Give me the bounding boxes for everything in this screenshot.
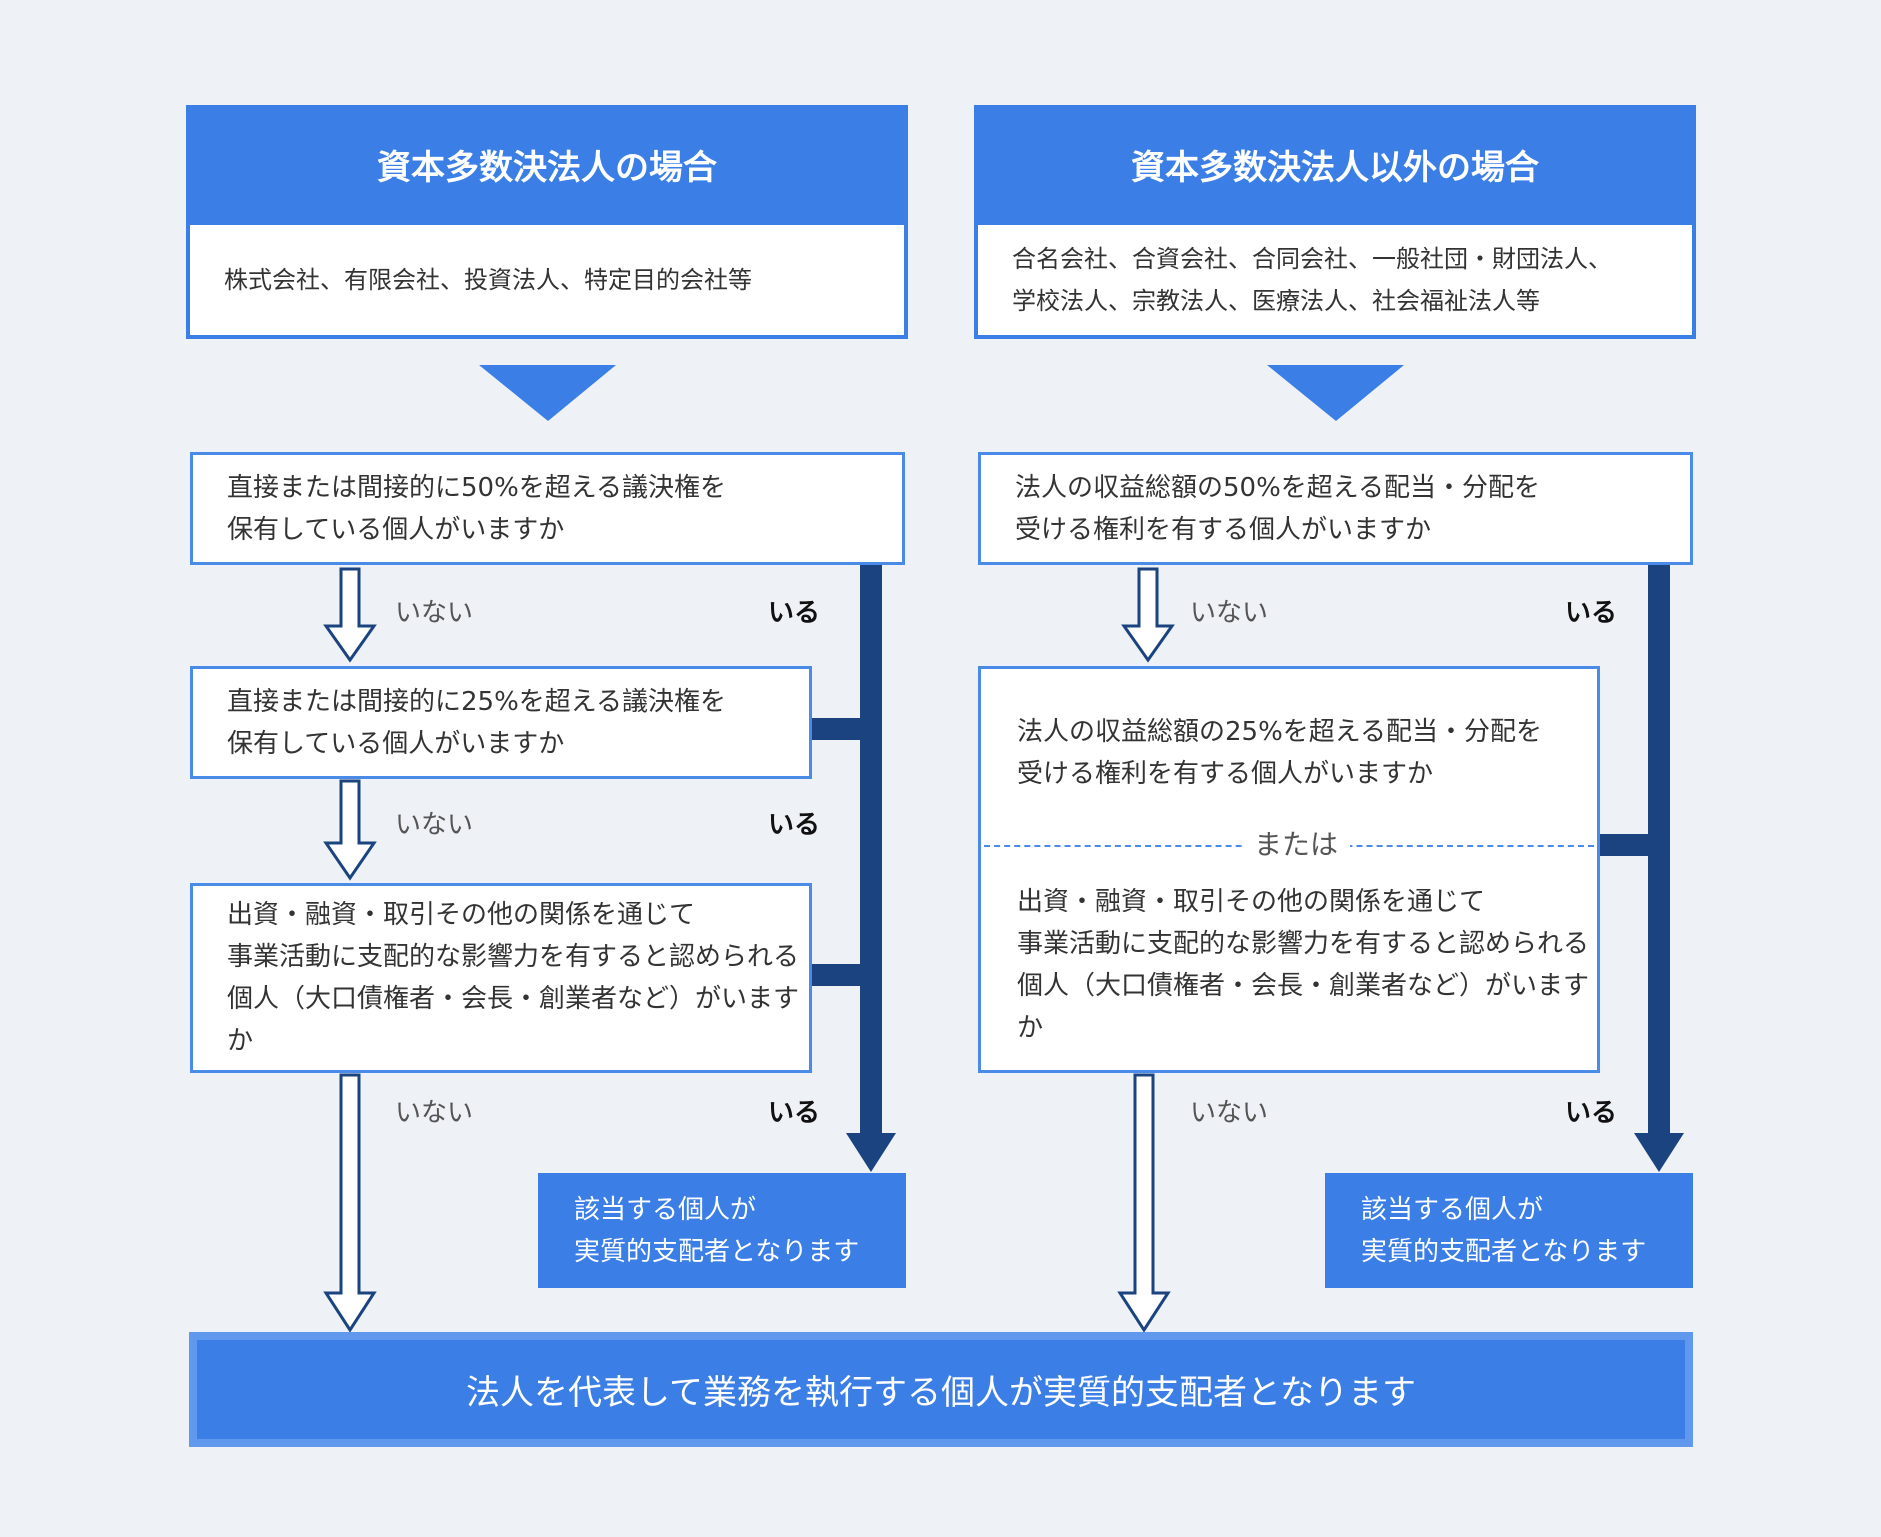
right-result-line-2: 実質的支配者となります <box>1361 1236 1647 1267</box>
right-q2b-line-1: 出資・融資・取引その他の関係を通じて <box>1017 887 1486 917</box>
right-yes-line <box>1648 565 1670 1135</box>
left-header: 資本多数決法人の場合 <box>186 105 908 223</box>
right-no-label-1: いない <box>1190 598 1269 628</box>
left-yes-line <box>860 565 882 1135</box>
left-q3-line-2: 事業活動に支配的な影響力を有すると認められる <box>227 942 800 972</box>
left-q2-line-2: 保有している個人がいますか <box>227 728 565 759</box>
left-no-arrow-3 <box>323 1073 377 1333</box>
right-question-2: 法人の収益総額の25%を超える配当・分配を 受ける権利を有する個人がいますか 出… <box>978 666 1600 1073</box>
left-no-label-1: いない <box>395 598 474 628</box>
left-result-line-1: 該当する個人が <box>574 1194 757 1225</box>
left-yes-branch-q3 <box>812 964 862 986</box>
right-q1-line-2: 受ける権利を有する個人がいますか <box>1015 514 1432 545</box>
right-examples-line-2: 学校法人、宗教法人、医療法人、社会福祉法人等 <box>1012 287 1540 315</box>
left-q2-line-1: 直接または間接的に25%を超える議決権を <box>227 686 727 717</box>
left-examples-line-1: 株式会社、有限会社、投資法人、特定目的会社等 <box>224 266 752 294</box>
right-or-label: または <box>1241 828 1350 861</box>
left-down-triangle <box>479 365 616 421</box>
left-no-label-2: いない <box>395 810 474 840</box>
left-question-1: 直接または間接的に50%を超える議決権を 保有している個人がいますか <box>190 452 905 565</box>
left-no-arrow-2 <box>323 779 377 881</box>
left-q1-line-2: 保有している個人がいますか <box>227 514 565 545</box>
right-yes-branch-q2 <box>1600 834 1650 856</box>
left-header-title: 資本多数決法人の場合 <box>377 147 717 188</box>
right-down-triangle <box>1267 365 1404 421</box>
left-no-label-3: いない <box>395 1098 474 1128</box>
left-yes-branch-q2 <box>812 718 862 740</box>
right-q1-line-1: 法人の収益総額の50%を超える配当・分配を <box>1015 472 1541 503</box>
left-examples-box: 株式会社、有限会社、投資法人、特定目的会社等 <box>186 221 908 339</box>
right-no-arrow-2 <box>1117 1073 1171 1333</box>
left-result-box: 該当する個人が 実質的支配者となります <box>538 1173 906 1288</box>
right-result-box: 該当する個人が 実質的支配者となります <box>1325 1173 1693 1288</box>
right-examples-line-1: 合名会社、合資会社、合同会社、一般社団・財団法人、 <box>1012 245 1612 273</box>
right-q2a-line-1: 法人の収益総額の25%を超える配当・分配を <box>1017 717 1543 747</box>
final-result-box: 法人を代表して業務を執行する個人が実質的支配者となります <box>189 1332 1693 1447</box>
left-no-arrow-1 <box>323 567 377 663</box>
right-result-line-1: 該当する個人が <box>1361 1194 1544 1225</box>
left-yes-label-2: いる <box>768 810 821 840</box>
right-q2b-line-3: 個人（大口債権者・会長・創業者など）がいますか <box>1017 971 1590 1043</box>
left-question-3: 出資・融資・取引その他の関係を通じて 事業活動に支配的な影響力を有すると認められ… <box>190 883 812 1073</box>
right-header-title: 資本多数決法人以外の場合 <box>1131 147 1539 188</box>
right-header: 資本多数決法人以外の場合 <box>974 105 1696 223</box>
right-no-arrow-1 <box>1121 567 1175 663</box>
right-yes-label-2: いる <box>1565 1098 1618 1128</box>
right-no-label-2: いない <box>1190 1098 1269 1128</box>
left-yes-arrowhead <box>846 1133 896 1172</box>
left-yes-label-1: いる <box>768 598 821 628</box>
right-q2a-line-2: 受ける権利を有する個人がいますか <box>1017 759 1434 789</box>
left-yes-label-3: いる <box>768 1098 821 1128</box>
right-yes-arrowhead <box>1634 1133 1684 1172</box>
right-examples-box: 合名会社、合資会社、合同会社、一般社団・財団法人、 学校法人、宗教法人、医療法人… <box>974 221 1696 339</box>
final-result-text: 法人を代表して業務を執行する個人が実質的支配者となります <box>466 1373 1416 1413</box>
right-yes-label-1: いる <box>1565 598 1618 628</box>
right-q2b-line-2: 事業活動に支配的な影響力を有すると認められる <box>1017 929 1590 959</box>
left-q1-line-1: 直接または間接的に50%を超える議決権を <box>227 472 727 503</box>
left-q3-line-1: 出資・融資・取引その他の関係を通じて <box>227 900 696 930</box>
left-question-2: 直接または間接的に25%を超える議決権を 保有している個人がいますか <box>190 666 812 779</box>
left-result-line-2: 実質的支配者となります <box>574 1236 860 1267</box>
left-q3-line-3: 個人（大口債権者・会長・創業者など）がいますか <box>227 984 800 1056</box>
right-or-wrap: または <box>1236 828 1356 862</box>
right-question-1: 法人の収益総額の50%を超える配当・分配を 受ける権利を有する個人がいますか <box>978 452 1693 565</box>
